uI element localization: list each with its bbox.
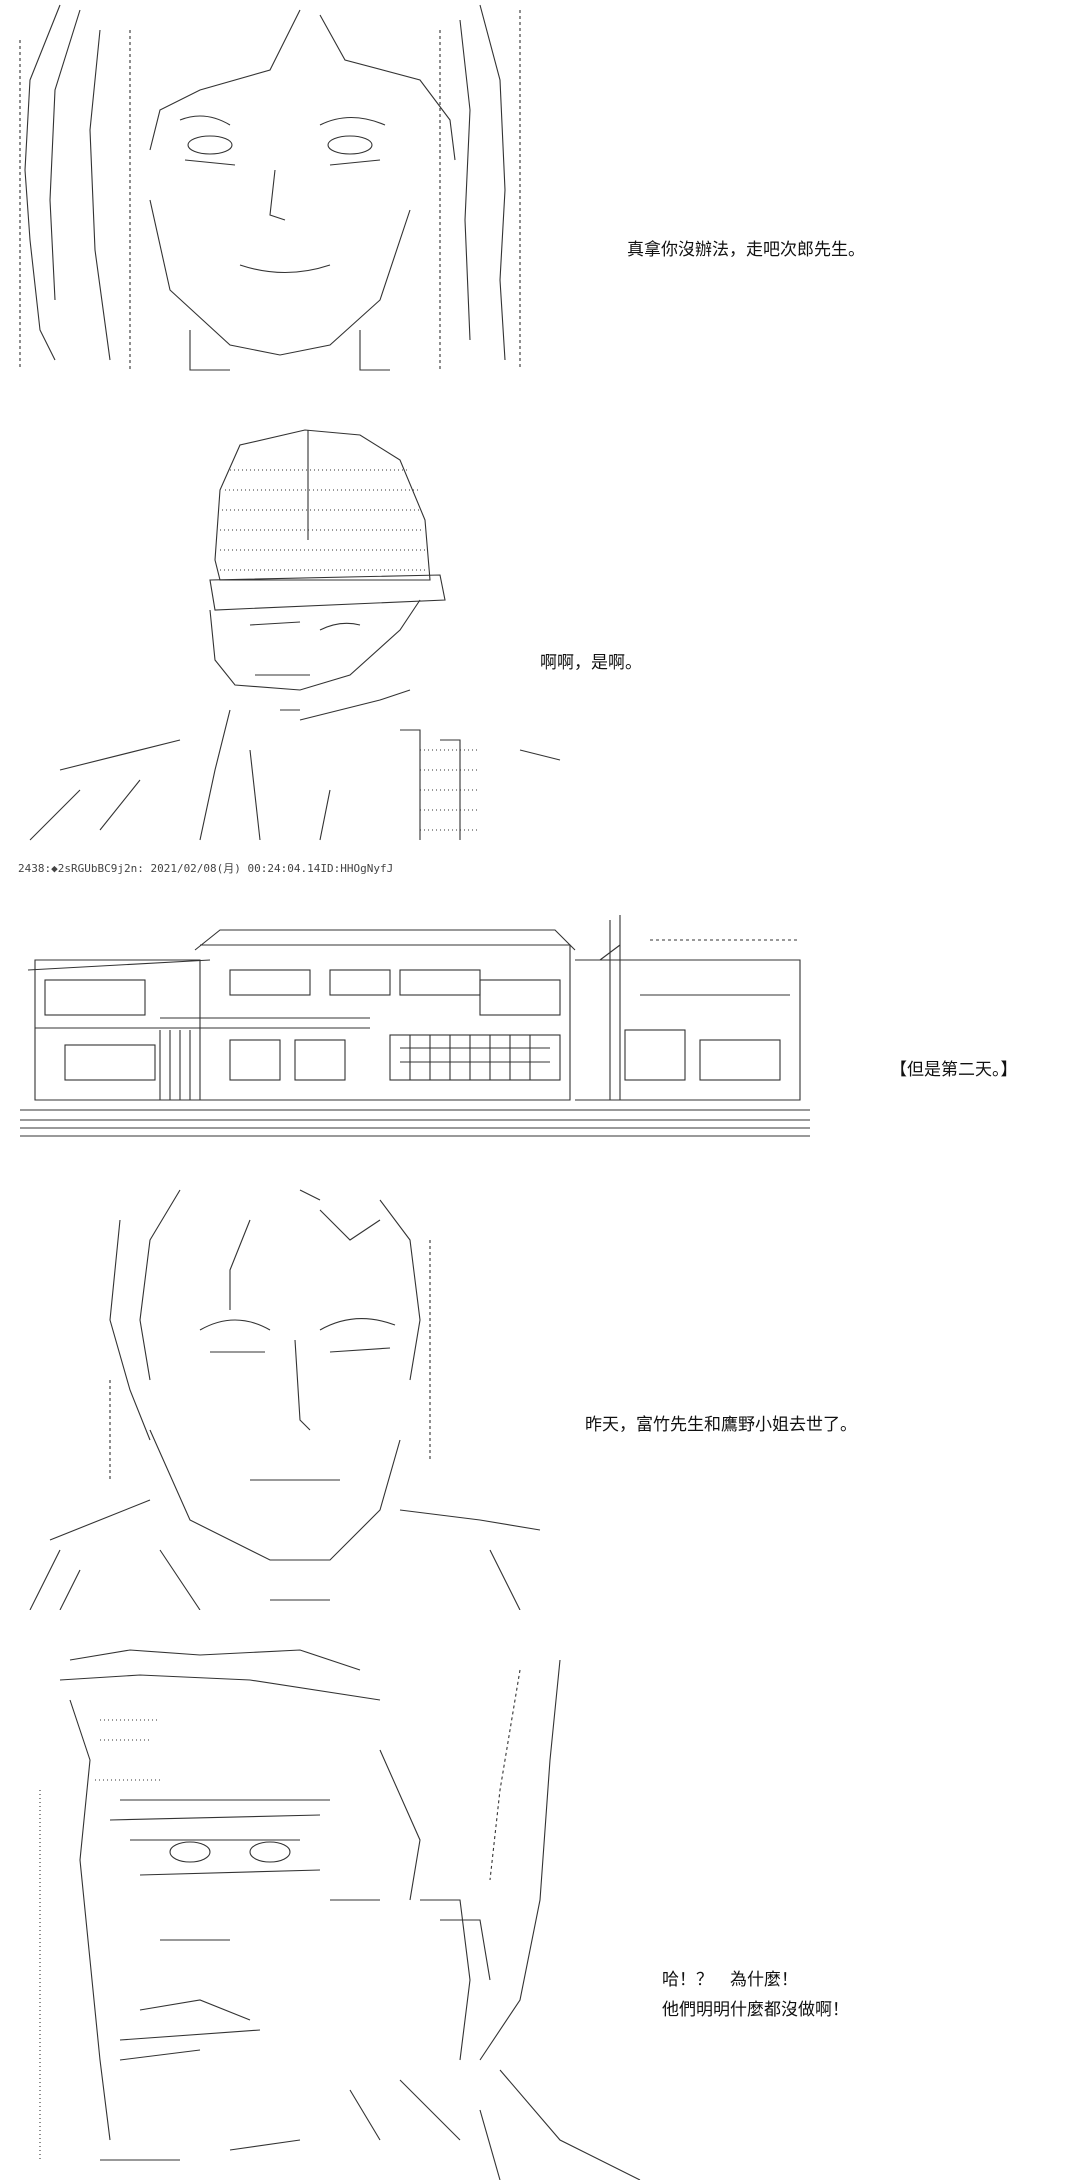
panel-2: 啊啊，是啊。 xyxy=(0,410,1080,850)
dialogue-line: 他們明明什麼都沒做啊！ xyxy=(662,2000,849,2020)
post-header: 2438:◆2sRGUbBC9j2n: 2021/02/08(月) 00:24:… xyxy=(18,862,394,875)
dialogue-line: 哈！？ 為什麼！ xyxy=(662,1970,798,1990)
dialogue-line: 啊啊，是啊。 xyxy=(540,653,642,673)
dialogue-line: 真拿你沒辦法，走吧次郎先生。 xyxy=(627,240,865,260)
dialogue-line: 【但是第二天。】 xyxy=(890,1060,1018,1080)
panel-5: 哈！？ 為什麼！ 他們明明什麼都沒做啊！ xyxy=(0,1640,1080,2180)
panel-1: 真拿你沒辦法，走吧次郎先生。 xyxy=(0,0,1080,380)
aa-art-man-face xyxy=(29,1189,541,1610)
panel-3: 【但是第二天。】 xyxy=(0,900,1080,1160)
aa-art-woman-face xyxy=(19,4,521,371)
aa-art-boy-shouting xyxy=(39,1649,641,2180)
aa-art-school-building xyxy=(20,915,810,1137)
aa-art-man-cap xyxy=(29,429,561,841)
panel-4: 昨天，富竹先生和鷹野小姐去世了。 xyxy=(0,1180,1080,1610)
dialogue-line: 昨天，富竹先生和鷹野小姐去世了。 xyxy=(585,1415,857,1435)
